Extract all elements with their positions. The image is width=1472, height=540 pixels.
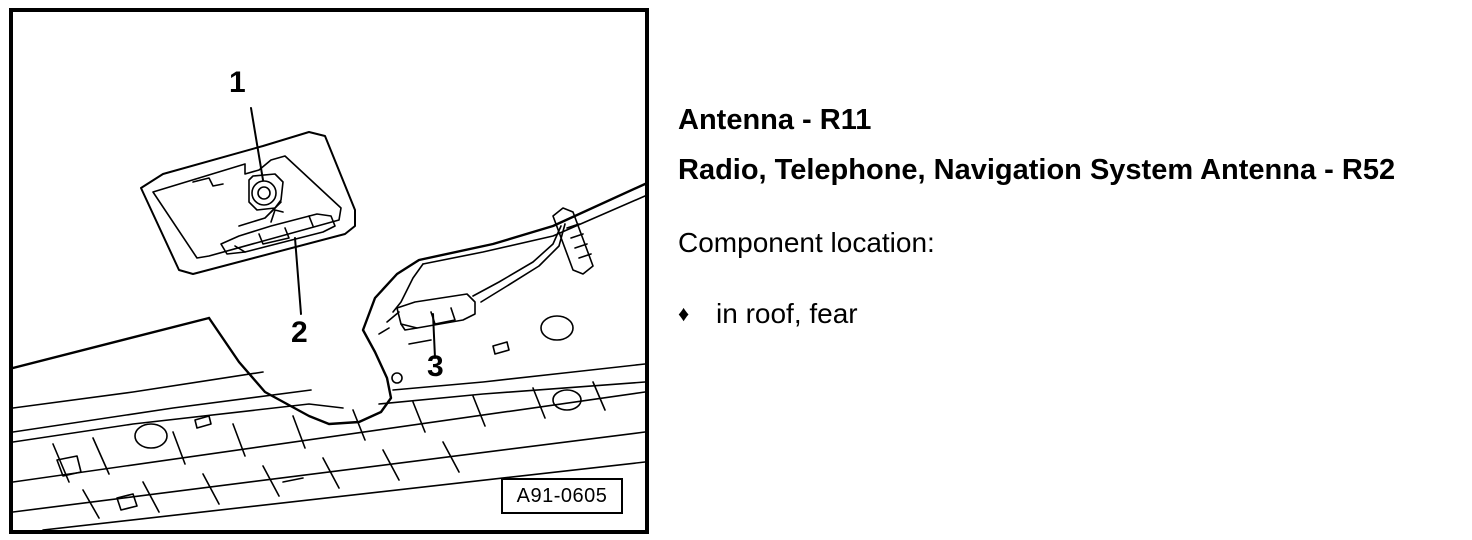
heading-antenna-r52: Radio, Telephone, Navigation System Ante… — [678, 154, 1396, 186]
diamond-bullet-icon: ♦ — [678, 301, 690, 326]
callout-2: 2 — [291, 316, 308, 349]
component-illustration: 1 2 3 A91-0605 — [9, 8, 649, 534]
bullet-text: in roof, fear — [716, 298, 858, 329]
callout-3: 3 — [427, 350, 444, 383]
roof-antenna-drawing — [13, 107, 645, 530]
component-location-label: Component location: — [678, 227, 935, 258]
callout-1: 1 — [229, 66, 246, 99]
figure-id-label: A91-0605 — [501, 478, 623, 514]
description-panel: Antenna - R11 Radio, Telephone, Navigati… — [678, 0, 1468, 540]
heading-antenna-r11: Antenna - R11 — [678, 104, 872, 136]
location-bullet-item: ♦ in roof, fear — [678, 297, 858, 331]
